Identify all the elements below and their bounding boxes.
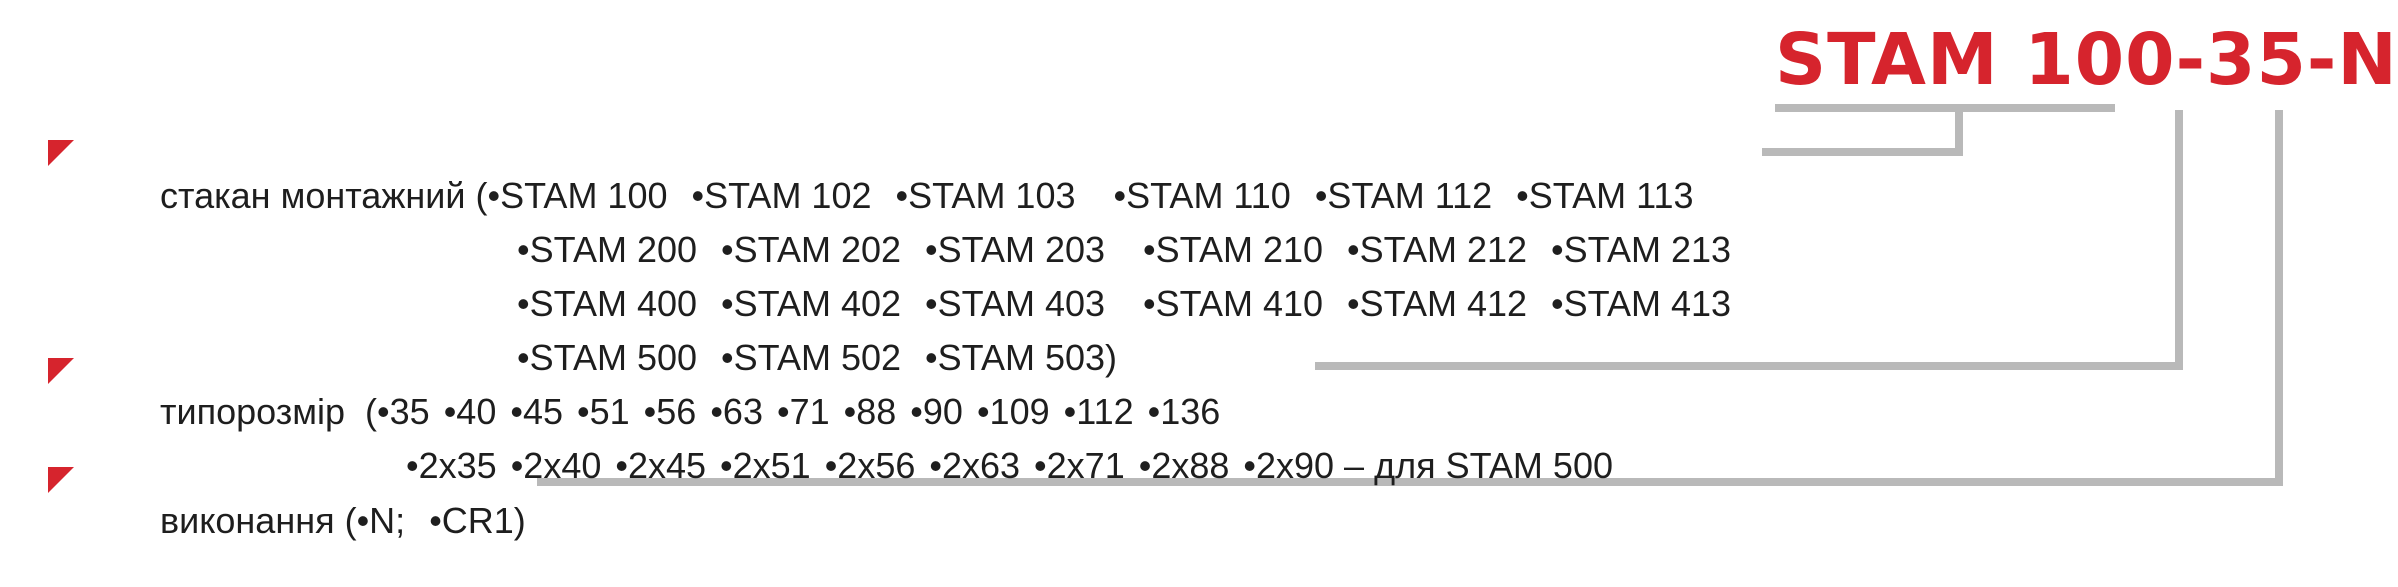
option-item: •STAM 103 (895, 175, 1076, 216)
option-item: •STAM 110 (1113, 175, 1291, 216)
option-item: •56 (643, 391, 697, 432)
red-triangle-marker-icon (48, 467, 74, 493)
parameter-housing-label: стакан монтажний ( (160, 175, 488, 216)
option-item: •STAM 403 (925, 283, 1106, 324)
parameter-housing-row-1: стакан монтажний (•STAM 100 •STAM 102 •STA… (120, 130, 1693, 262)
option-item: •CR1) (429, 500, 526, 541)
connector-housing-horizontal (1762, 148, 1963, 156)
option-item: •STAM 210 (1143, 229, 1324, 270)
parameter-execution-row-1: виконання (•N; •CR1) (120, 455, 526, 587)
option-item: •STAM 203 (925, 229, 1106, 270)
option-item: •2x88 (1138, 445, 1230, 486)
option-item: •STAM 413 (1551, 283, 1732, 324)
option-item: •88 (843, 391, 897, 432)
option-item: •40 (443, 391, 497, 432)
option-item: •2x71 (1034, 445, 1125, 486)
parameter-size-row-2: •2x35 •2x40 •2x45 •2x51 •2x56 •2x63 •2x71 •2x88… (366, 400, 1613, 532)
option-item: •STAM 503) (925, 337, 1118, 378)
option-item: •STAM 410 (1143, 283, 1324, 324)
option-item: •112 (1063, 391, 1134, 432)
connector-execution-vertical (2275, 110, 2283, 486)
code-underline (1775, 104, 2115, 112)
option-item: •2x35 (406, 445, 497, 486)
option-item: •STAM 402 (721, 283, 902, 324)
option-item: •2x63 (929, 445, 1021, 486)
connector-housing-vertical (1955, 104, 1963, 156)
option-item: •STAM 213 (1551, 229, 1732, 270)
parameter-housing-row-2: •STAM 200 •STAM 202 •STAM 203 •STAM 210 •STA… (477, 184, 1731, 316)
option-item: •2x45 (615, 445, 707, 486)
option-item: •STAM 113 (1516, 175, 1694, 216)
option-item: •45 (510, 391, 564, 432)
option-item: •STAM 102 (691, 175, 872, 216)
connector-size-horizontal (1315, 362, 2183, 370)
parameter-size-row-1: типорозмір (•35 •40 •45 •51 •56 •63 •71 •88 •90 •… (120, 346, 1220, 478)
option-item: •N; (356, 500, 406, 541)
option-item: •2x90 – для STAM 500 (1243, 445, 1613, 486)
option-item: •2x40 (510, 445, 602, 486)
option-item: •STAM 502 (721, 337, 902, 378)
option-item: •136 (1147, 391, 1221, 432)
product-code-title: STAM 100-35-N (1775, 18, 2398, 101)
option-item: •STAM 412 (1347, 283, 1528, 324)
parameter-size-label: типорозмір ( (160, 391, 378, 432)
option-item: •STAM 400 (517, 283, 698, 324)
red-triangle-marker-icon (48, 358, 74, 384)
option-item: •STAM 112 (1314, 175, 1493, 216)
option-item: •STAM 500 (517, 337, 698, 378)
parameter-housing-row-4: •STAM 500 •STAM 502 •STAM 503) (477, 292, 1117, 424)
option-item: •STAM 212 (1347, 229, 1528, 270)
option-item: •63 (710, 391, 763, 432)
option-item: •90 (910, 391, 963, 432)
option-item: •35 (377, 391, 430, 432)
option-item: •2x56 (824, 445, 916, 486)
option-item: •109 (976, 391, 1050, 432)
connector-execution-horizontal (537, 478, 2283, 486)
option-item: •51 (577, 391, 630, 432)
designation-diagram: STAM 100-35-N стакан монтажний (•STAM 10… (48, 18, 2398, 541)
option-item: •STAM 202 (721, 229, 902, 270)
option-item: •STAM 200 (517, 229, 698, 270)
option-item: •71 (776, 391, 830, 432)
connector-size-vertical (2175, 110, 2183, 370)
parameter-execution-label: виконання ( (160, 500, 357, 541)
parameter-housing-row-3: •STAM 400 •STAM 402 •STAM 403 •STAM 410 •STA… (477, 238, 1731, 370)
red-triangle-marker-icon (48, 140, 74, 166)
option-item: •STAM 100 (487, 175, 668, 216)
option-item: •2x51 (720, 445, 811, 486)
